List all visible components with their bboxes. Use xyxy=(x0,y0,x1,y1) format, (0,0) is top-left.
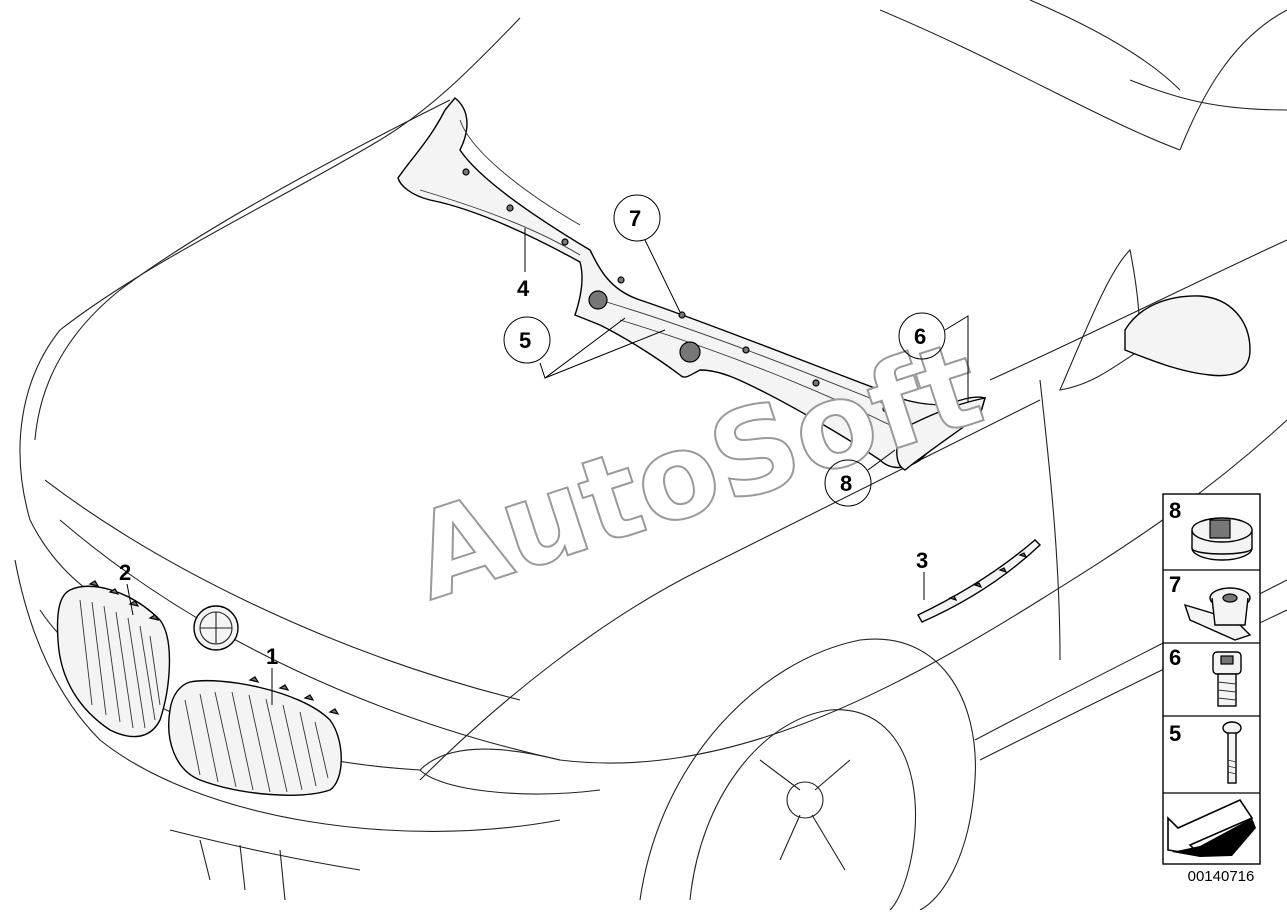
bolt-icon xyxy=(1222,721,1242,784)
cowl-panel xyxy=(397,97,986,471)
callout-1: 1 xyxy=(266,644,278,705)
callout-label: 7 xyxy=(629,206,641,231)
callout-label: 3 xyxy=(916,548,928,573)
callout-3: 3 xyxy=(916,548,928,600)
direction-arrow-icon xyxy=(1167,798,1256,857)
callout-label: 5 xyxy=(519,328,531,353)
callout-6: 6 xyxy=(898,312,969,402)
callout-7: 7 xyxy=(613,194,681,313)
legend-label: 5 xyxy=(1169,721,1181,746)
callout-5: 5 xyxy=(503,316,666,379)
legend-item-5: 5 xyxy=(1169,721,1242,784)
callout-label: 6 xyxy=(914,324,926,349)
car-body-outline xyxy=(14,0,1287,911)
legend-item-8: 8 xyxy=(1169,498,1253,561)
callout-label: 1 xyxy=(266,644,278,669)
reference-number: 00140716 xyxy=(1187,868,1255,885)
legend-label: 7 xyxy=(1169,572,1181,597)
legend-label: 6 xyxy=(1169,645,1181,670)
callout-label: 8 xyxy=(840,471,852,496)
kidney-grille-right xyxy=(168,676,342,796)
callout-4: 4 xyxy=(517,228,530,301)
bmw-emblem xyxy=(193,605,239,651)
screw-icon xyxy=(1212,651,1242,707)
callout-label: 4 xyxy=(517,276,530,301)
clip-nut-icon xyxy=(1191,517,1253,561)
plastic-nut-icon xyxy=(1183,587,1252,641)
side-trim-strip xyxy=(917,539,1042,623)
legend-panel: 8 7 6 xyxy=(1162,493,1261,865)
legend-item-6: 6 xyxy=(1169,645,1242,707)
legend-label: 8 xyxy=(1169,498,1181,523)
callout-2: 2 xyxy=(119,560,134,616)
callout-8: 8 xyxy=(824,449,896,507)
callout-label: 2 xyxy=(119,560,131,585)
kidney-grille-left xyxy=(56,580,171,738)
legend-item-7: 7 xyxy=(1169,572,1252,641)
